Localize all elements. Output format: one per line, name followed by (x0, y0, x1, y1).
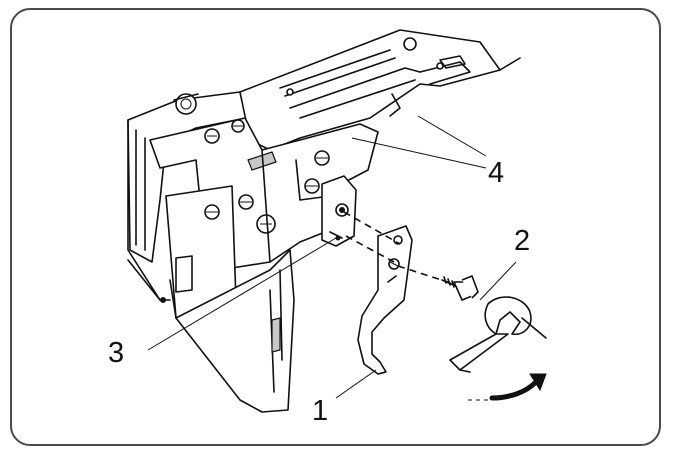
callout-3: 3 (108, 337, 124, 369)
part-1-arm (357, 225, 413, 375)
wrench-tool (449, 296, 547, 373)
callout-2: 2 (514, 225, 530, 257)
part-2-screw (441, 275, 479, 301)
rotation-arrow-icon (468, 373, 547, 401)
main-casting (149, 117, 379, 269)
left-bracket (165, 185, 237, 319)
needle-plate (239, 29, 521, 151)
callout-4: 4 (488, 157, 504, 189)
leader-lines (147, 115, 517, 399)
part-3-bracket (321, 175, 357, 247)
callout-1: 1 (312, 395, 328, 427)
lower-blade (175, 249, 295, 413)
